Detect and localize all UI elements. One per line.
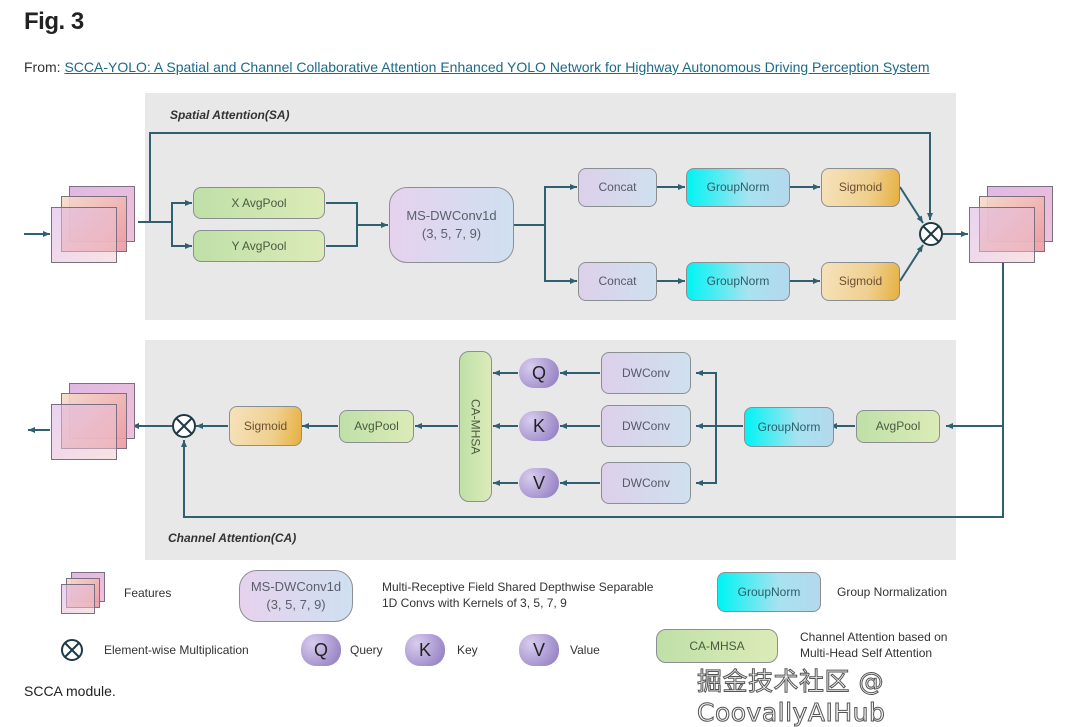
sa-output-features-icon (968, 185, 1058, 265)
legend-camhsa-desc: Channel Attention based on Multi-Head Se… (800, 630, 947, 661)
ca-mhsa-node: CA-MHSA (459, 351, 492, 502)
legend-features-icon (60, 571, 110, 615)
msdw-conv1d-node: MS-DWConv1d (3, 5, 7, 9) (389, 187, 514, 263)
legend-msdw-kernels: (3, 5, 7, 9) (266, 597, 326, 612)
legend-value-label: Value (570, 643, 600, 657)
legend-msdw-desc-line1: Multi-Receptive Field Shared Depthwise S… (382, 580, 654, 594)
y-avgpool-node: Y AvgPool (193, 230, 325, 262)
legend-msdw-name: MS-DWConv1d (250, 579, 342, 595)
ca-sigmoid-node: Sigmoid (229, 406, 302, 446)
value-node: V (519, 468, 559, 498)
figure-title: Fig. 3 (24, 8, 84, 35)
ca-output-features-icon (50, 382, 140, 462)
concat-top-node: Concat (578, 168, 657, 207)
groupnorm-top-node: GroupNorm (686, 168, 790, 207)
legend-query-icon: Q (301, 634, 341, 666)
legend-groupnorm-box: GroupNorm (717, 572, 821, 612)
spatial-attention-label: Spatial Attention(SA) (170, 108, 290, 122)
ca-groupnorm-node: GroupNorm (744, 407, 834, 447)
arrow-to-concat-bottom (544, 225, 577, 284)
msdw-name: MS-DWConv1d (406, 208, 497, 224)
query-node: Q (519, 358, 559, 388)
concat-bottom-node: Concat (578, 262, 657, 301)
legend-groupnorm-desc: Group Normalization (837, 585, 948, 599)
sigmoid-top-node: Sigmoid (821, 168, 900, 207)
legend-value-icon: V (519, 634, 559, 666)
legend-key-icon: K (405, 634, 445, 666)
sa-skip-connection (149, 132, 933, 222)
merge-avgpool (326, 202, 358, 247)
arrow-sigmoid-top-to-mult (899, 186, 924, 224)
ca-avgpool-out-node: AvgPool (339, 410, 414, 443)
channel-attention-label: Channel Attention(CA) (168, 531, 297, 545)
ca-avgpool-in-node: AvgPool (856, 410, 940, 443)
arrow-to-dwconv-v (696, 426, 717, 486)
legend-multiply-icon (61, 639, 83, 661)
arrow-to-ca-avgpool (946, 262, 1004, 429)
arrow-to-x-avgpool (165, 200, 192, 223)
paper-link[interactable]: SCCA-YOLO: A Spatial and Channel Collabo… (64, 59, 930, 75)
legend-msdw-desc-line2: 1D Convs with Kernels of 3, 5, 7, 9 (382, 595, 567, 610)
arrow-to-dwconv-q (696, 370, 717, 426)
sa-multiply-icon (919, 222, 943, 246)
ca-multiply-icon (172, 414, 196, 438)
watermark: 掘金技术社区 @ CoovallyAIHub (697, 667, 886, 727)
from-line: From: SCCA-YOLO: A Spatial and Channel C… (24, 59, 930, 75)
legend-msdw-box: MS-DWConv1d (3, 5, 7, 9) (239, 570, 353, 622)
legend-msdw-desc: Multi-Receptive Field Shared Depthwise S… (382, 580, 653, 611)
legend-camhsa-desc-line2: Multi-Head Self Attention (800, 645, 933, 660)
msdw-kernels: (3, 5, 7, 9) (421, 226, 482, 241)
ca-skip-connection (181, 426, 1004, 518)
legend-camhsa-desc-line1: Channel Attention based on (800, 630, 948, 644)
x-avgpool-node: X AvgPool (193, 187, 325, 219)
dwconv-q-node: DWConv (601, 352, 691, 394)
dwconv-v-node: DWConv (601, 462, 691, 504)
input-features-icon (50, 185, 140, 265)
arrow-to-y-avgpool (171, 222, 192, 249)
legend-features-label: Features (124, 586, 172, 600)
legend-camhsa-box: CA-MHSA (656, 629, 778, 663)
groupnorm-bottom-node: GroupNorm (686, 262, 790, 301)
legend-query-label: Query (350, 643, 383, 657)
arrow-sigmoid-bottom-to-mult (899, 244, 924, 282)
key-node: K (519, 411, 559, 441)
sigmoid-bottom-node: Sigmoid (821, 262, 900, 301)
arrow-to-concat-top (514, 184, 577, 226)
figure-caption: SCCA module. (24, 683, 116, 699)
legend-mult-desc: Element-wise Multiplication (104, 643, 249, 657)
from-label: From: (24, 59, 65, 75)
dwconv-k-node: DWConv (601, 405, 691, 447)
legend-key-label: Key (457, 643, 478, 657)
